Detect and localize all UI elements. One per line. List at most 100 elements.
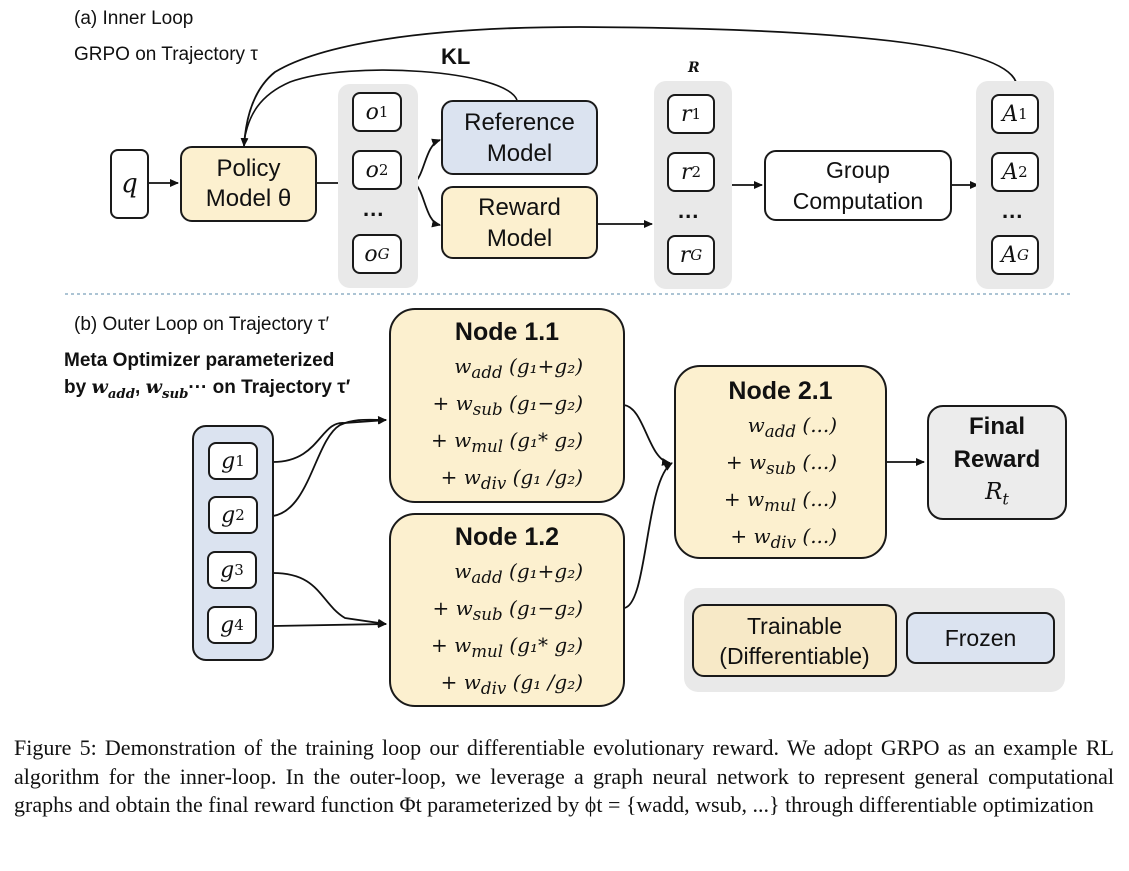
query-symbol: q	[121, 169, 138, 199]
legend-frozen: Frozen	[906, 612, 1055, 664]
advantage-symbol: A	[1002, 159, 1019, 185]
kl-label: KL	[441, 44, 471, 69]
term-weight: wmul	[454, 428, 504, 456]
node-term: wadd (g₁+g₂)	[431, 556, 583, 593]
node-2-1: Node 2.1 wadd (...)+ wsub (...)+ wmul (.…	[674, 365, 887, 559]
outputs-ellipsis: ...	[363, 196, 385, 221]
final-reward-r: R	[985, 478, 1003, 505]
arrow-g3-to-node12	[272, 572, 387, 627]
node-term: + wsub (...)	[724, 447, 837, 484]
final-reward-line1: Final	[968, 412, 1025, 440]
group-computation-line1: Group	[826, 156, 890, 183]
node-term: + wmul (...)	[724, 484, 837, 521]
term-operator: +	[432, 596, 456, 620]
node-term: + wsub (g₁−g₂)	[431, 388, 583, 425]
term-weight: wsub	[748, 450, 797, 478]
node-2-1-title: Node 2.1	[728, 377, 833, 405]
term-weight: wdiv	[753, 524, 797, 552]
term-operator: +	[440, 465, 464, 489]
final-reward-box: Final Reward Rt	[927, 405, 1067, 520]
input-sub: 4	[234, 616, 244, 634]
input-symbol: g	[221, 502, 236, 528]
term-weight: wmul	[747, 487, 797, 515]
outer-loop-title: (b) Outer Loop on Trajectory τ′	[74, 314, 330, 335]
term-operator: +	[430, 428, 455, 452]
term-expression: (...)	[796, 413, 838, 437]
reward-model-box: Reward Model	[441, 186, 598, 259]
node-1-1: Node 1.1 wadd (g₁+g₂)+ wsub (g₁−g₂)+ wmu…	[389, 308, 625, 503]
figure-caption: Figure 5: Demonstration of the training …	[14, 734, 1114, 820]
term-expression: (g₁+g₂)	[502, 559, 584, 583]
final-reward-line2: Reward	[953, 445, 1041, 473]
node-term: + wdiv (g₁ /g₂)	[431, 667, 583, 704]
term-expression: (g₁ /g₂)	[506, 465, 584, 489]
kl-curve	[243, 69, 518, 143]
term-expression: (g₁* g₂)	[503, 633, 584, 657]
node-term: wadd (g₁+g₂)	[431, 351, 583, 388]
term-operator: +	[723, 487, 748, 511]
legend-trainable-line1: Trainable	[746, 612, 843, 639]
node-term: + wdiv (...)	[724, 521, 837, 558]
advantage-symbol: A	[1002, 101, 1019, 127]
reward-symbol: r	[680, 159, 692, 185]
node-2-1-terms: wadd (...)+ wsub (...)+ wmul (...)+ wdiv…	[724, 410, 837, 558]
output-symbol: o	[364, 241, 378, 267]
input-sub: 1	[235, 452, 245, 470]
w-add-symbol: wadd	[91, 376, 136, 402]
input-symbol: g	[221, 448, 236, 474]
advantage-symbol: A	[1001, 242, 1017, 268]
output-sub: 1	[378, 103, 389, 121]
advantages-ellipsis: ...	[1002, 198, 1024, 223]
reward-sub: G	[690, 246, 703, 264]
node-1-2-title: Node 1.2	[454, 523, 560, 551]
node-1-1-terms: wadd (g₁+g₂)+ wsub (g₁−g₂)+ wmul (g₁* g₂…	[431, 351, 583, 499]
reward-set-label: R	[688, 60, 700, 76]
group-computation-line2: Computation	[792, 187, 924, 214]
inner-loop-subtitle: GRPO on Trajectory τ	[74, 44, 258, 65]
term-operator: +	[730, 524, 754, 548]
output-sub: 2	[378, 161, 389, 179]
advantage-sub: G	[1016, 246, 1029, 264]
query-box: q	[110, 149, 149, 219]
rewards-ellipsis: ...	[678, 198, 700, 223]
final-reward-symbol: Rt	[985, 476, 1009, 516]
output-symbol: o	[365, 99, 379, 125]
term-weight: wdiv	[463, 465, 507, 493]
meta-line2-suffix: ··· on Trajectory τ′	[188, 377, 351, 398]
term-weight: wsub	[455, 596, 503, 624]
w-sub-symbol: wsub	[145, 376, 189, 402]
reward-sub: 2	[691, 163, 702, 181]
advantage-sub: 1	[1018, 105, 1028, 123]
term-weight: wadd	[454, 559, 503, 587]
term-weight: wdiv	[463, 670, 507, 698]
term-expression: (g₁−g₂)	[502, 596, 584, 620]
reward-model-line1: Reward	[478, 193, 561, 221]
node-term: wadd (...)	[724, 410, 837, 447]
reference-model-box: Reference Model	[441, 100, 598, 175]
term-expression: (g₁+g₂)	[502, 354, 584, 378]
node-term: + wmul (g₁* g₂)	[431, 425, 583, 462]
input-sub: 2	[235, 506, 245, 524]
node-1-2: Node 1.2 wadd (g₁+g₂) + wsub (g₁−g₂) + wmu…	[389, 513, 625, 707]
term-expression: (g₁* g₂)	[503, 428, 584, 452]
node-term: + wmul (g₁* g₂)	[431, 630, 583, 667]
meta-optimizer-line2: by wadd, wsub··· on Trajectory τ′	[64, 376, 351, 402]
term-operator: +	[430, 633, 455, 657]
node-term: + wdiv (g₁ /g₂)	[431, 462, 583, 499]
term-expression: (...)	[796, 487, 838, 511]
reference-model-line2: Model	[486, 139, 553, 167]
term-operator: +	[725, 450, 749, 474]
caption-text: Figure 5: Demonstration of the training …	[14, 735, 1114, 817]
inner-loop-title: (a) Inner Loop	[74, 8, 194, 29]
reward-symbol: r	[680, 101, 692, 127]
term-weight: wmul	[454, 633, 504, 661]
